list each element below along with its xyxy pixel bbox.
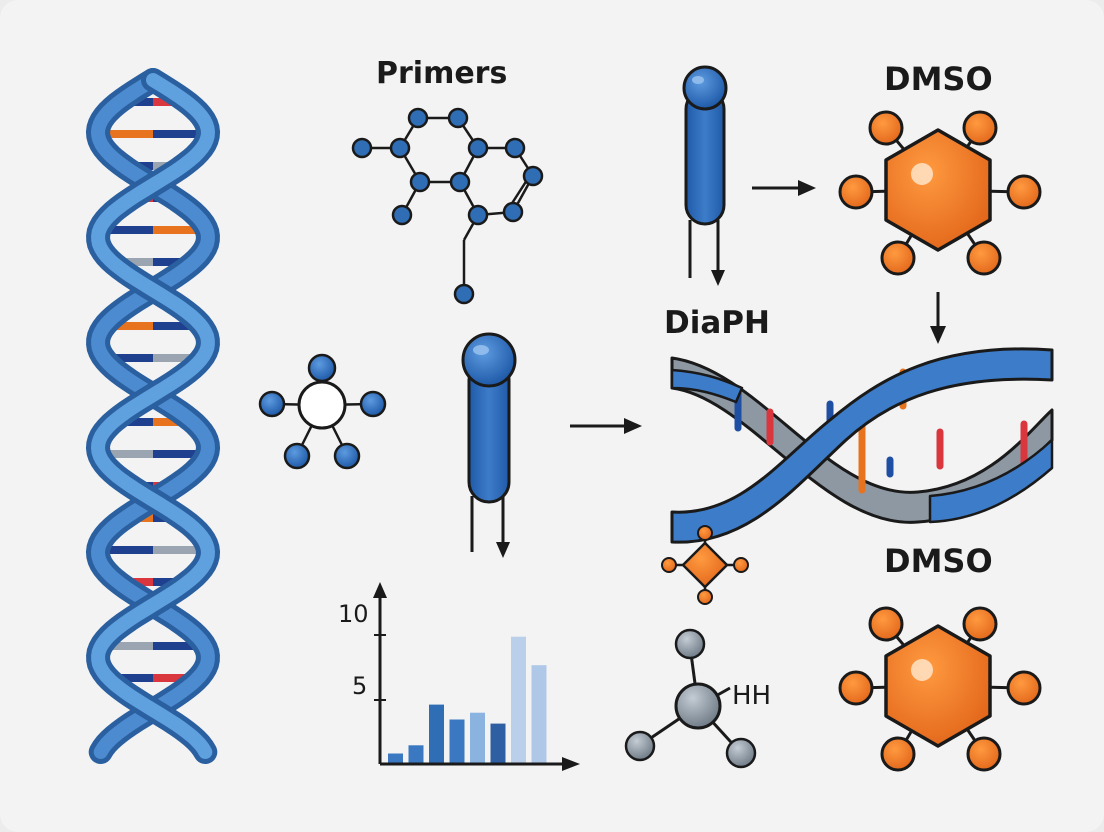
- primers-label: Primers: [376, 56, 508, 91]
- chart-bar: [470, 712, 485, 763]
- arrow-icon: [930, 292, 946, 344]
- dmso-molecule-icon: [838, 110, 1042, 276]
- chart-bar: [449, 719, 465, 763]
- probe-icon: [461, 332, 517, 558]
- arrow-icon: [570, 418, 642, 434]
- dna-double-helix-icon: [670, 347, 1054, 544]
- chart-bar: [408, 745, 424, 763]
- bar-chart-icon: [373, 582, 580, 771]
- arrow-icon: [752, 180, 816, 196]
- dmso-molecule-icon: [838, 606, 1042, 772]
- dmso-bottom-label: DMSO: [884, 542, 993, 580]
- diaph-label: DiaPH: [664, 305, 770, 341]
- chart-bar: [490, 723, 506, 763]
- chart-bar: [429, 704, 444, 763]
- chart-bar: [511, 636, 526, 763]
- dmso-molecule-icon: [661, 525, 749, 605]
- chart-bar: [531, 665, 547, 763]
- dmso-top-label: DMSO: [884, 60, 993, 98]
- y-tick-label-5: 5: [352, 672, 368, 700]
- dna-double-helix-icon: [85, 68, 221, 764]
- probe-icon: [682, 65, 728, 286]
- ball-and-stick-molecule-icon: [624, 628, 757, 769]
- y-tick-label-10: 10: [338, 600, 369, 628]
- hh-label: HH: [732, 681, 772, 711]
- chart-bar: [388, 753, 403, 763]
- ball-and-stick-molecule-icon: [258, 353, 387, 470]
